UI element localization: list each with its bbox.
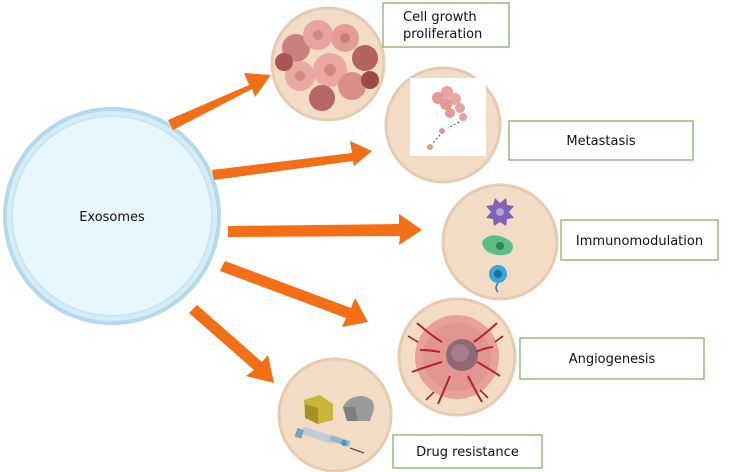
label-immunomodulation-text: Immunomodulation — [576, 234, 703, 249]
label-drug-resistance: Drug resistance — [392, 434, 543, 469]
arrow-to-cell-growth — [168, 73, 271, 130]
label-cell-growth-line-1: Cell growth — [403, 10, 477, 25]
immunomodulation-plate — [441, 183, 559, 301]
arrow-to-metastasis — [212, 141, 372, 180]
drugs-image — [294, 395, 375, 454]
angiogenesis-plate — [397, 297, 517, 417]
tumor-vessels-image — [407, 315, 504, 405]
metastasis-plate — [384, 66, 502, 184]
immune-cells-image — [482, 198, 514, 293]
label-metastasis-text: Metastasis — [566, 134, 635, 149]
arrows — [168, 73, 422, 383]
label-cell-growth-line-2: proliferation — [403, 27, 482, 42]
label-angiogenesis-text: Angiogenesis — [569, 352, 656, 367]
label-metastasis: Metastasis — [508, 120, 694, 161]
arrow-to-angiogenesis — [220, 261, 368, 327]
label-drug-resistance-text: Drug resistance — [416, 445, 519, 460]
arrow-to-immunomodulation — [228, 214, 422, 245]
exosomes-hub: Exosomes — [3, 107, 221, 325]
arrow-to-drug-resistance — [189, 305, 274, 383]
drug-resistance-plate — [277, 357, 393, 472]
exosomes-label: Exosomes — [79, 210, 145, 225]
tumor-cell-cluster-image — [275, 20, 379, 111]
metastasis-cells-image — [427, 86, 467, 150]
label-cell-growth: Cell growth proliferation — [382, 2, 510, 48]
label-angiogenesis: Angiogenesis — [519, 337, 705, 380]
label-immunomodulation: Immunomodulation — [560, 219, 719, 261]
cell-growth-plate — [270, 6, 386, 122]
